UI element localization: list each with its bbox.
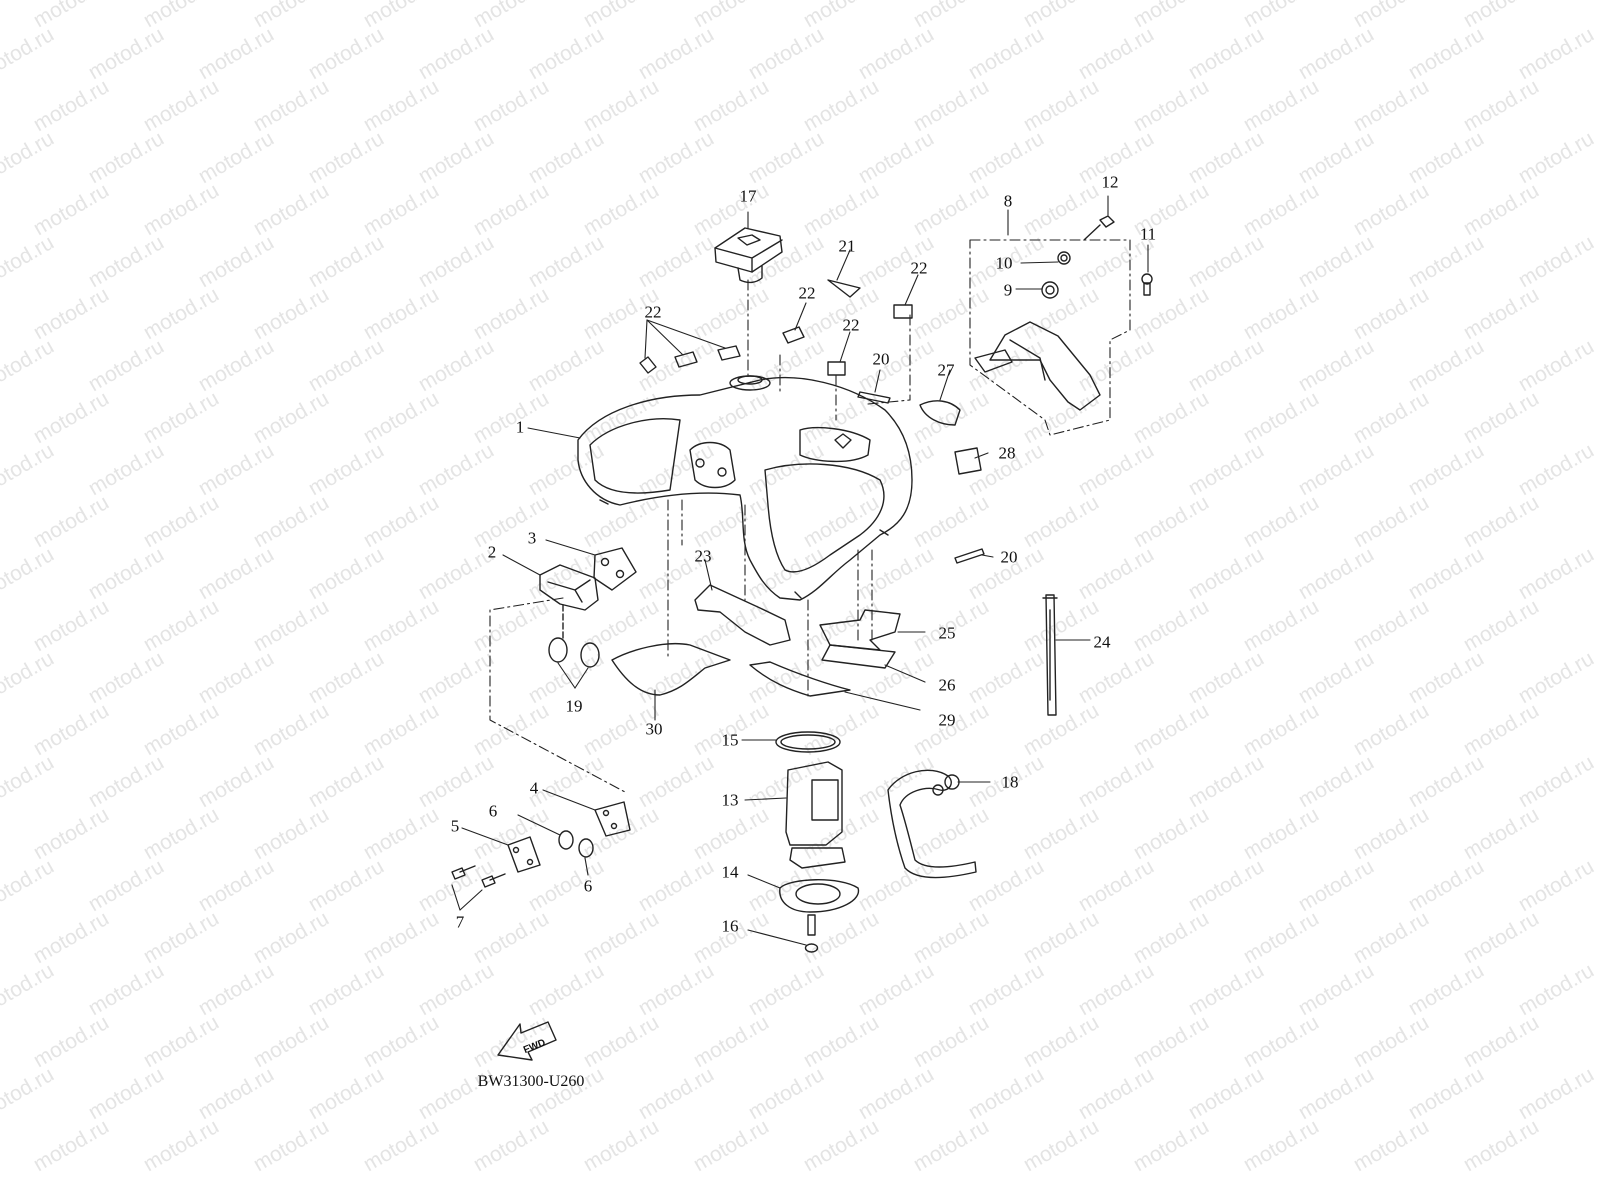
callout-8: 8: [1003, 191, 1013, 211]
callout-26: 26: [938, 675, 956, 695]
callout-4: 4: [529, 778, 539, 798]
callout-18: 18: [1001, 772, 1019, 792]
callout-22d: 22: [910, 258, 928, 278]
heat-shields: [611, 584, 901, 697]
callout-21: 21: [838, 236, 856, 256]
fuel-filler-cap: [714, 227, 783, 284]
callout-19: 19: [565, 696, 583, 716]
fwd-direction-arrow: FWD: [497, 1021, 557, 1061]
callout-27: 27: [937, 360, 955, 380]
callout-6a: 6: [488, 801, 498, 821]
callout-20a: 20: [872, 349, 890, 369]
callout-7: 7: [455, 912, 465, 932]
callout-24: 24: [1093, 632, 1111, 652]
callout-6b: 6: [583, 876, 593, 896]
lower-bracket-parts: [451, 801, 631, 888]
assembly-lines: [489, 239, 1131, 793]
callout-12: 12: [1101, 172, 1119, 192]
callout-23: 23: [694, 546, 712, 566]
fuel-pump-assembly: [775, 731, 977, 953]
callout-22a: 22: [644, 302, 662, 322]
callout-13: 13: [721, 790, 739, 810]
tank-bracket-and-cushions: [539, 547, 637, 668]
callout-1: 1: [515, 417, 525, 437]
callout-16: 16: [721, 916, 739, 936]
callout-17: 17: [739, 186, 757, 206]
callout-28: 28: [998, 443, 1016, 463]
callout-22c: 22: [842, 315, 860, 335]
tank-pads: [639, 279, 985, 564]
callout-22b: 22: [798, 283, 816, 303]
callout-11: 11: [1139, 224, 1157, 244]
callout-5: 5: [450, 816, 460, 836]
callout-3: 3: [527, 528, 537, 548]
callout-25: 25: [938, 623, 956, 643]
callout-9: 9: [1003, 280, 1013, 300]
tank-strap: [1042, 594, 1058, 716]
callout-20b: 20: [1000, 547, 1018, 567]
fuel-tank: [577, 375, 913, 601]
callout-30: 30: [645, 719, 663, 739]
ecu-bracket-assembly: [974, 215, 1153, 411]
diagram-part-code: BW31300-U260: [477, 1073, 585, 1090]
callout-10: 10: [995, 253, 1013, 273]
leader-lines: [451, 195, 1149, 946]
callout-14: 14: [721, 862, 739, 882]
fwd-label: FWD: [522, 1037, 547, 1056]
callout-29: 29: [938, 710, 956, 730]
callout-2: 2: [487, 542, 497, 562]
callout-15: 15: [721, 730, 739, 750]
